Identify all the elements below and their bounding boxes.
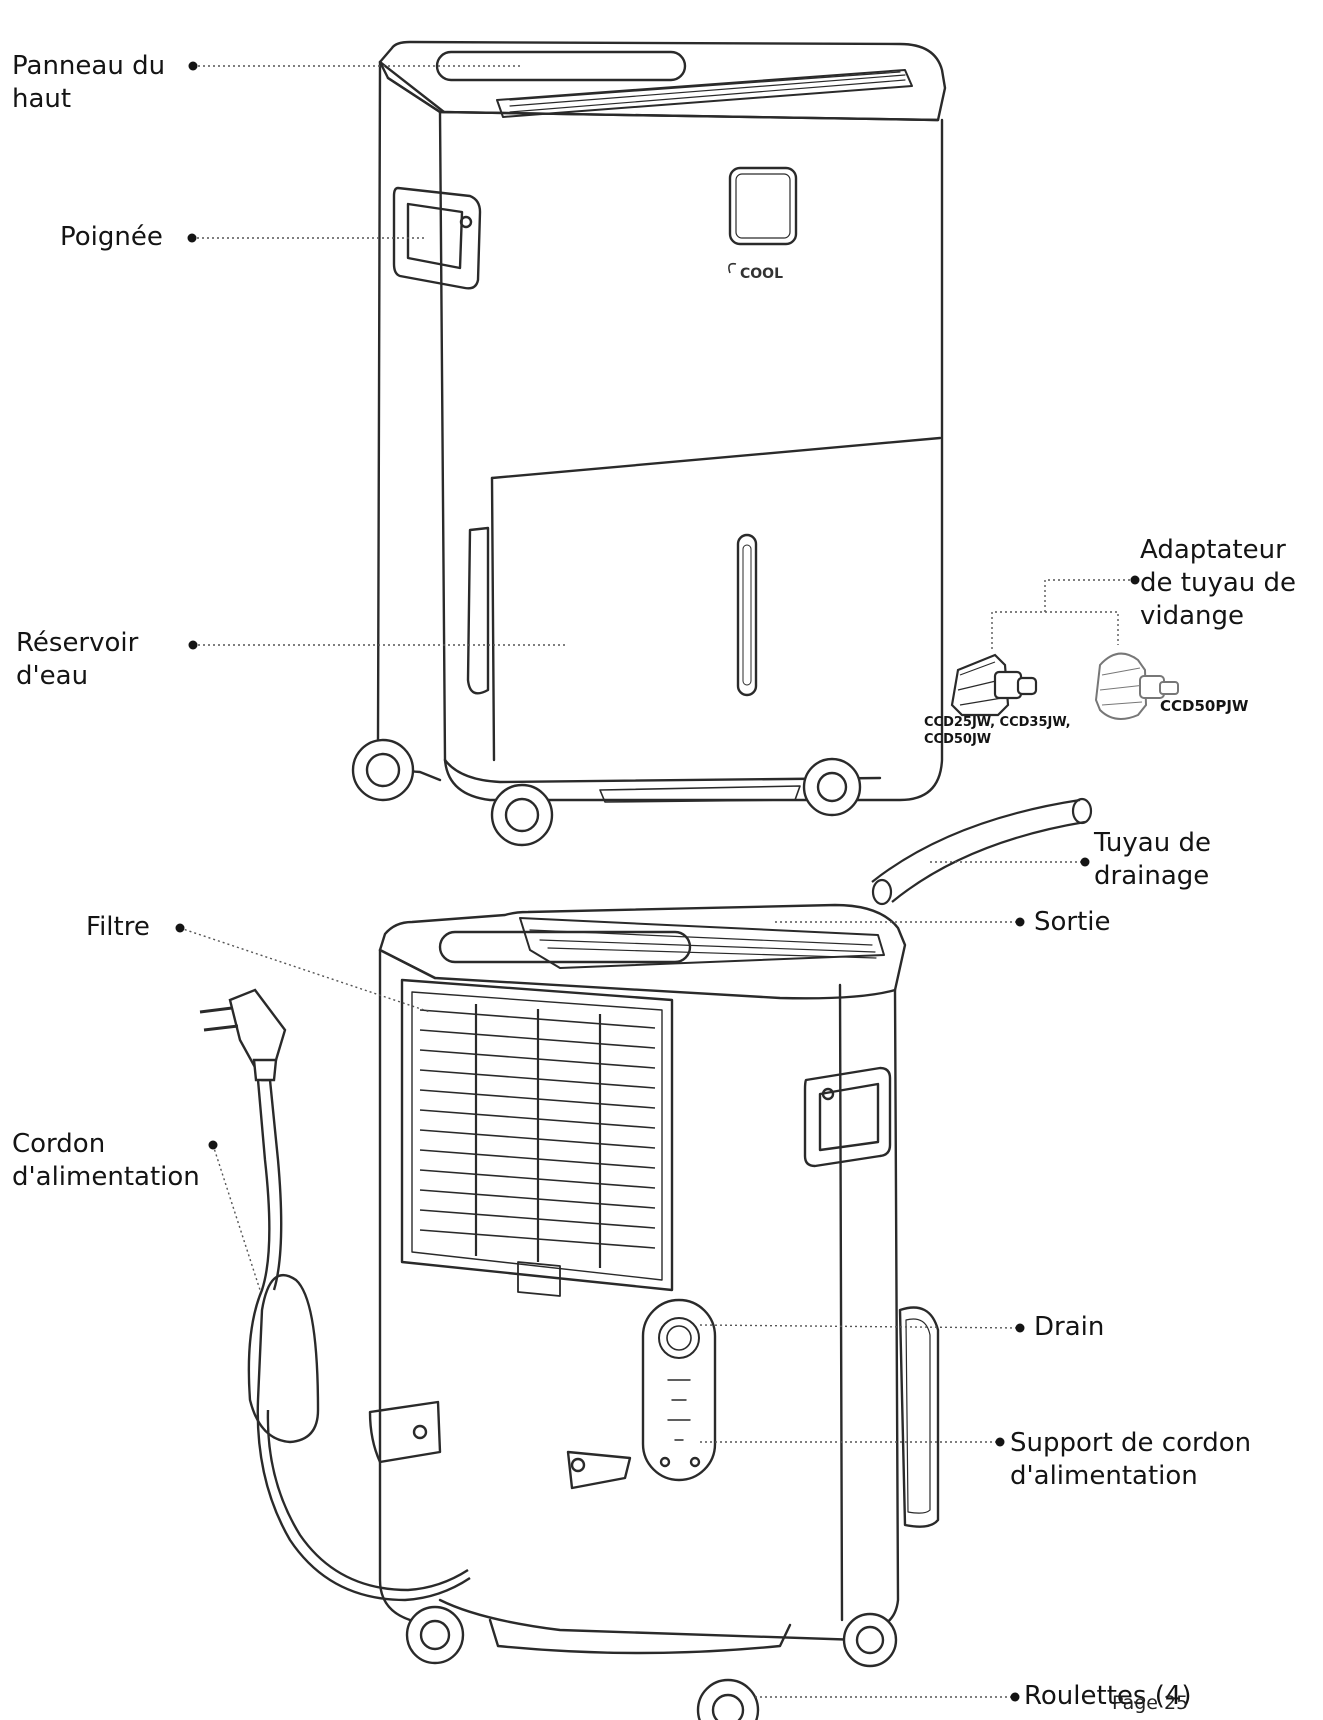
label-casters: Roulettes (4) [1024, 1681, 1192, 1711]
rear-unit-illustration [368, 903, 940, 1655]
label-water-tank: Réservoir d'eau [16, 628, 139, 691]
label-filter: Filtre [86, 912, 150, 942]
power-cord-illustration [199, 988, 471, 1602]
label-top-panel: Panneau du haut [12, 51, 166, 114]
label-drain: Drain [1034, 1312, 1105, 1342]
drain-hose-illustration [871, 797, 1093, 906]
label-outlet: Sortie [1034, 907, 1111, 937]
label-drain-hose: Tuyau de drainage [1094, 828, 1211, 891]
label-drain-adapter: Adaptateur de tuyau de vidange [1140, 535, 1296, 631]
rear-filter-grille [419, 1004, 656, 1268]
front-casters-illustration [351, 738, 862, 847]
front-unit-illustration [376, 40, 947, 803]
label-cord-holder: Support de cordon d'alimentation [1010, 1428, 1252, 1491]
leader-lines [179, 65, 1135, 1698]
label-power-cord: Cordon d'alimentation [12, 1129, 200, 1192]
drain-adapter-left-illustration [950, 653, 1038, 717]
brand-logo: COOL [728, 262, 783, 282]
page-number: Page 25 [1112, 1692, 1189, 1714]
rear-casters-illustration [405, 1605, 898, 1720]
label-handle: Poignée [60, 222, 163, 252]
brand-logo-text: COOL [740, 266, 783, 282]
model-list-adapter-left: CCD25JW, CCD35JW, CCD50JW [924, 715, 1071, 747]
model-adapter-right: CCD50PJW [1160, 697, 1249, 715]
drain-adapter-right-illustration [1094, 652, 1179, 720]
leader-dots [175, 61, 1140, 1702]
